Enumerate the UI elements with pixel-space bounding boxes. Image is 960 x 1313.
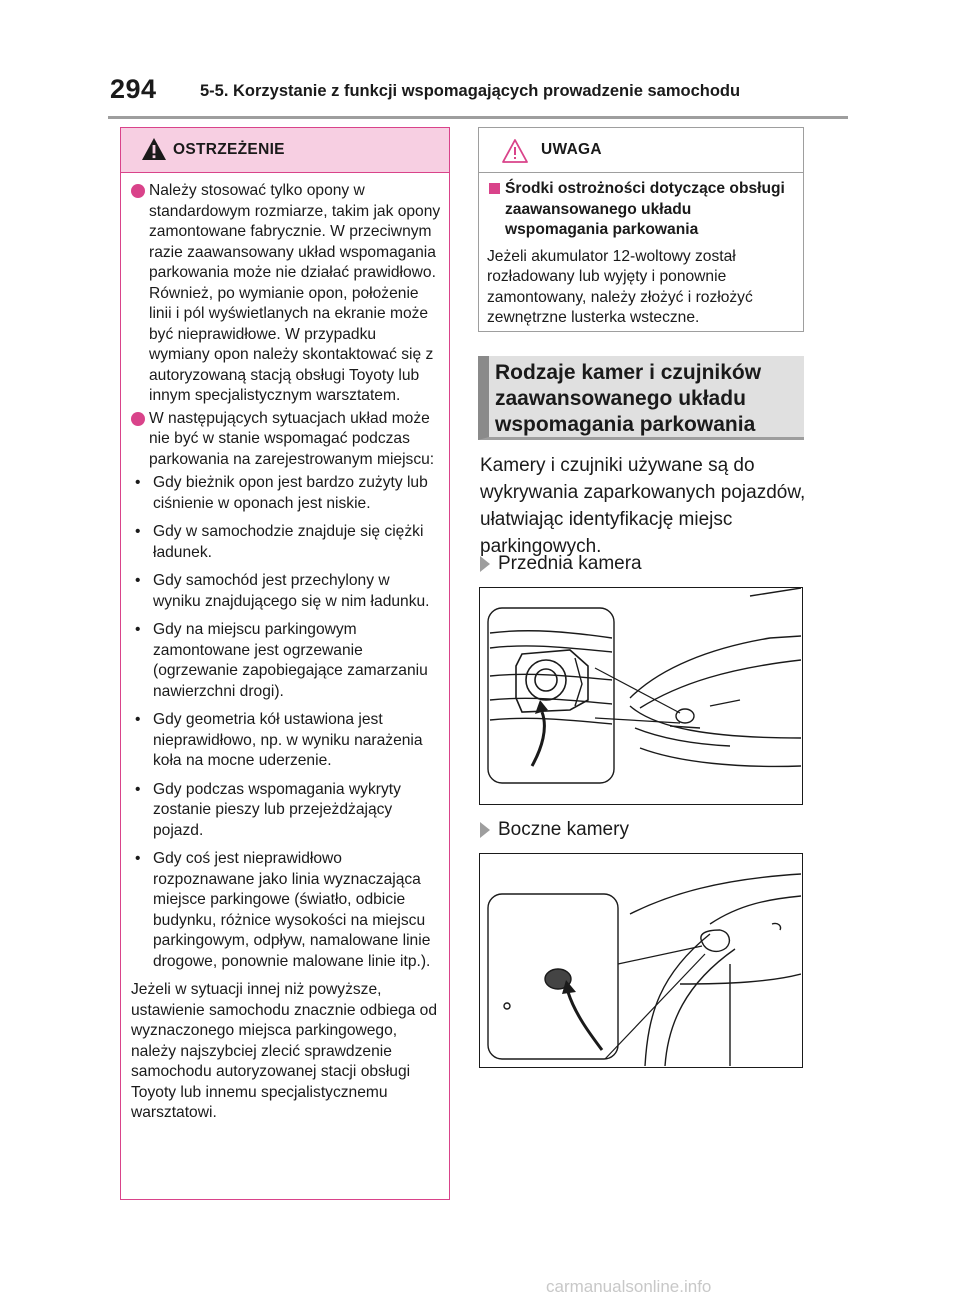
- side-camera-drawing: [487, 873, 802, 1067]
- caution-heading: Środki ostrożności dotyczące obsługi zaa…: [487, 179, 795, 241]
- arrow-right-icon: [480, 555, 490, 572]
- arrow-right-icon: [480, 821, 490, 838]
- warning-sub-item: •Gdy coś jest nieprawidłowo rozpoznawane…: [135, 850, 431, 970]
- side-camera-label: Boczne kamery: [480, 818, 629, 842]
- caution-content: Środki ostrożności dotyczące obsługi zaa…: [479, 173, 803, 329]
- watermark: carmanualsonline.info: [546, 1277, 712, 1296]
- caution-triangle-icon: [502, 139, 528, 163]
- front-camera-label: Przednia kamera: [480, 552, 642, 576]
- warning-content: Należy stosować tylko opony w standardow…: [121, 173, 449, 1124]
- caution-box: UWAGA Środki ostrożności dotyczące obsłu…: [478, 127, 804, 332]
- warning-sub-item: •Gdy bieżnik opon jest bardzo zużyty lub…: [135, 474, 428, 512]
- page-header: 294 5-5. Korzystanie z funkcji wspomagaj…: [108, 70, 848, 119]
- side-camera-illustration: [479, 853, 803, 1068]
- caution-header: UWAGA: [479, 128, 803, 173]
- warning-triangle-icon: [142, 138, 166, 160]
- warning-sub-item: •Gdy geometria kół ustawiona jest niepra…: [135, 711, 423, 769]
- warning-closing-text: Jeżeli w sytuacji innej niż powyższe, us…: [131, 981, 438, 1121]
- warning-header: OSTRZEŻENIE: [121, 128, 449, 173]
- warning-item: Należy stosować tylko opony w standardow…: [131, 181, 441, 407]
- warning-item: W następujących sytuacjach układ może ni…: [131, 409, 441, 471]
- front-camera-illustration: [479, 587, 803, 805]
- pink-bullet-icon: [131, 411, 145, 426]
- section-intro: Kamery i czujniki używane są do wykrywan…: [480, 455, 806, 557]
- front-camera-drawing: [487, 587, 802, 784]
- warning-title: OSTRZEŻENIE: [173, 141, 285, 158]
- page-number: 294: [110, 74, 157, 104]
- warning-sub-item: •Gdy samochód jest przechylony w wyniku …: [135, 572, 430, 610]
- warning-sub-item: •Gdy w samochodzie znajduje się ciężki ł…: [135, 523, 424, 561]
- caution-title: UWAGA: [541, 141, 602, 158]
- pink-bullet-icon: [131, 184, 145, 198]
- chapter-title: 5-5. Korzystanie z funkcji wspomagającyc…: [200, 82, 741, 100]
- warning-sub-item: •Gdy podczas wspomagania wykryty zostani…: [135, 780, 401, 839]
- section-heading: Rodzaje kamer i czujników zaawansowanego…: [478, 356, 804, 440]
- pink-square-icon: [489, 183, 500, 194]
- caution-text: Jeżeli akumulator 12-woltowy został rozł…: [487, 247, 753, 327]
- warning-sub-item: •Gdy na miejscu parkingowym zamontowane …: [135, 621, 428, 700]
- warning-box: OSTRZEŻENIE Należy stosować tylko opony …: [120, 127, 450, 1200]
